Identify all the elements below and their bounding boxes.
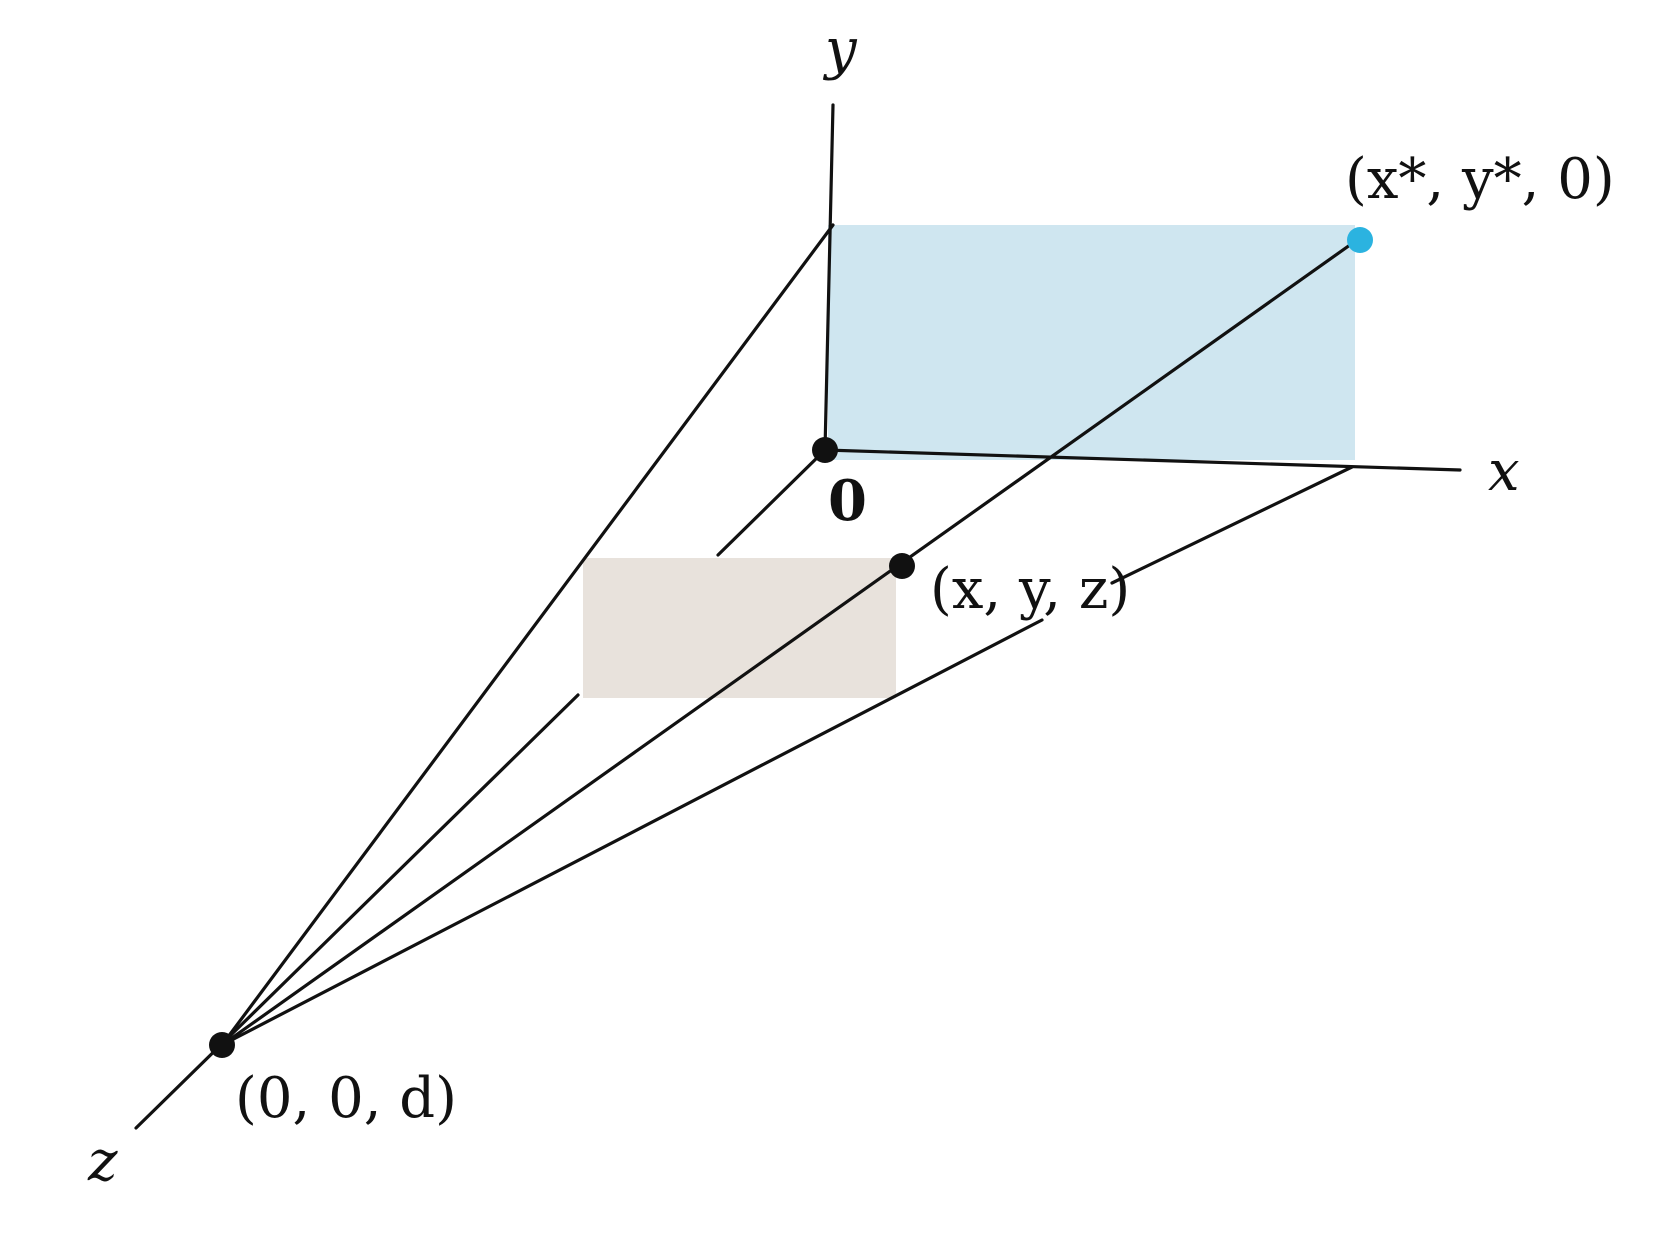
origin-label: 0: [828, 468, 867, 534]
center-label: (0, 0, d): [235, 1066, 457, 1131]
ray-to-x-axis-upper: [1110, 465, 1354, 585]
projected-point-label: (x*, y*, 0): [1345, 147, 1615, 212]
object-rect: [583, 558, 896, 698]
center-of-projection-point: [209, 1032, 235, 1058]
ray-through-point: [220, 238, 1359, 1047]
origin-point: [812, 437, 838, 463]
z-axis-far: [134, 693, 580, 1130]
y-axis: [823, 103, 835, 452]
point-label: (x, y, z): [930, 557, 1130, 622]
z-axis-label: z: [87, 1129, 118, 1194]
ray-to-y-axis: [220, 223, 835, 1047]
projected-point: [1347, 227, 1373, 253]
y-axis-label: y: [822, 17, 858, 82]
ray-to-x-axis-lower: [220, 618, 1044, 1047]
z-axis-near-origin: [716, 448, 827, 557]
x-axis-label: x: [1488, 439, 1520, 504]
projection-plane-rect: [828, 225, 1355, 460]
x-axis: [823, 448, 1462, 472]
point-xyz: [889, 553, 915, 579]
